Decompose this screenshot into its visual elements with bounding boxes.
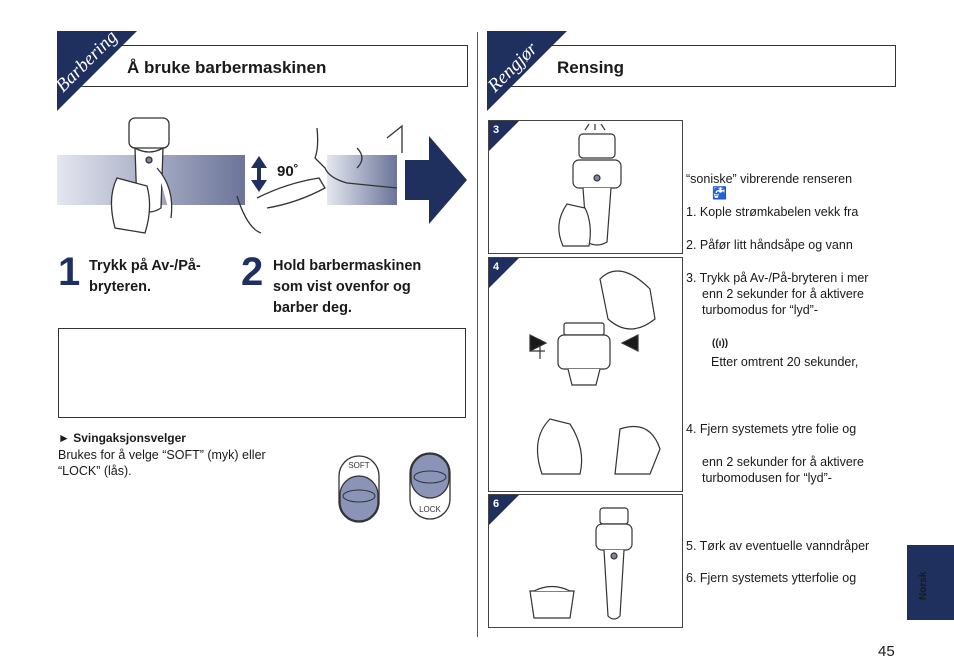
step-1-number: 1 <box>58 250 81 294</box>
svg-text:6: 6 <box>493 498 499 510</box>
panel-6-badge: 6 <box>489 495 519 525</box>
shaving-illustration: 90˚ <box>57 117 467 234</box>
drying-shaver-icon <box>529 507 633 620</box>
step-2-number: 2 <box>241 250 264 294</box>
text-sonic: “soniske” vibrerende renseren <box>686 172 853 186</box>
left-corner-tab: Barbering <box>57 31 137 111</box>
right-header-box <box>508 45 896 87</box>
text-step-4: 4. Fjern systemets ytre folie og <box>686 422 857 436</box>
svg-text:LOCK: LOCK <box>419 505 441 514</box>
next-arrow-icon <box>405 136 467 224</box>
faucet-icon: 🚰 <box>712 186 727 200</box>
cleaning-panel-6 <box>488 494 683 628</box>
text-step-1: 1. Kople strømkabelen vekk fra <box>686 205 859 219</box>
switch-soft-icon: SOFT <box>338 455 380 523</box>
shaver-in-cleaner-icon <box>558 124 622 247</box>
text-step-3-after: Etter omtrent 20 sekunder, <box>711 355 859 369</box>
shaver-hand-icon <box>110 117 173 234</box>
right-section-title: Rensing <box>557 58 625 77</box>
angle-label: 90˚ <box>277 163 299 180</box>
text-step-6: 6. Fjern systemets ytterfolie og <box>686 571 857 585</box>
angle-arrow-icon <box>251 156 267 192</box>
column-divider <box>477 32 478 637</box>
right-corner-tab: Rengjør <box>487 31 567 111</box>
text-step-3: 3. Trykk på Av-/På-bryteren i mer enn 2 … <box>686 271 869 317</box>
svg-text:4: 4 <box>493 261 500 273</box>
swing-description: Brukes for å velge “SOFT” (myk) eller “L… <box>58 448 266 478</box>
language-tab <box>907 545 954 620</box>
svg-text:SOFT: SOFT <box>348 461 369 470</box>
text-step-5: 5. Tørk av eventuelle vanndråper <box>686 539 870 553</box>
swing-title: ► Svingaksjonsvelger <box>58 431 186 445</box>
text-step-2: 2. Påfør litt håndsåpe og vann <box>686 238 853 252</box>
panel-3-badge: 3 <box>489 121 519 151</box>
language-tab-label: Norsk <box>918 571 929 600</box>
left-header-box <box>80 45 468 87</box>
sound-icon: ((ı)) <box>712 338 729 349</box>
face-shaving-icon <box>236 124 403 234</box>
triangle-bullet-icon: ► <box>58 431 70 445</box>
switch-lock-icon: LOCK <box>409 452 451 520</box>
step-1-text: Trykk på Av-/På- bryteren. <box>89 258 201 295</box>
page-number: 45 <box>878 643 895 660</box>
text-step-4-cont: enn 2 sekunder for å aktivere turbomodus… <box>702 455 864 485</box>
svg-text:3: 3 <box>493 124 499 136</box>
step-2-text: Hold barbermaskinen som vist ovenfor og … <box>273 258 422 316</box>
left-section-title: Å bruke barbermaskinen <box>127 58 327 77</box>
remove-foil-icon <box>529 270 661 475</box>
note-box <box>58 328 466 418</box>
panel-4-badge: 4 <box>489 258 519 288</box>
